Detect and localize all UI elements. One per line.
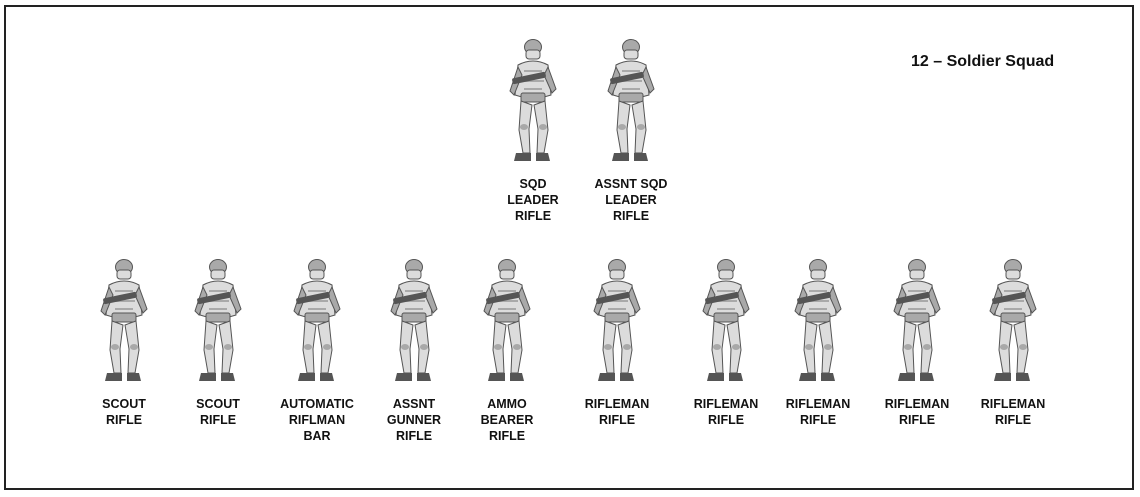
soldier-icon [862,255,972,390]
soldier-icon [576,35,686,170]
soldier-icon [478,35,588,170]
soldier-icon [262,255,372,390]
soldier-icon [763,255,873,390]
soldier-icon [958,255,1068,390]
diagram-title: 12 – Soldier Squad [911,53,1054,71]
soldier-icon [452,255,562,390]
soldier-icon [562,255,672,390]
soldier-icon [163,255,273,390]
